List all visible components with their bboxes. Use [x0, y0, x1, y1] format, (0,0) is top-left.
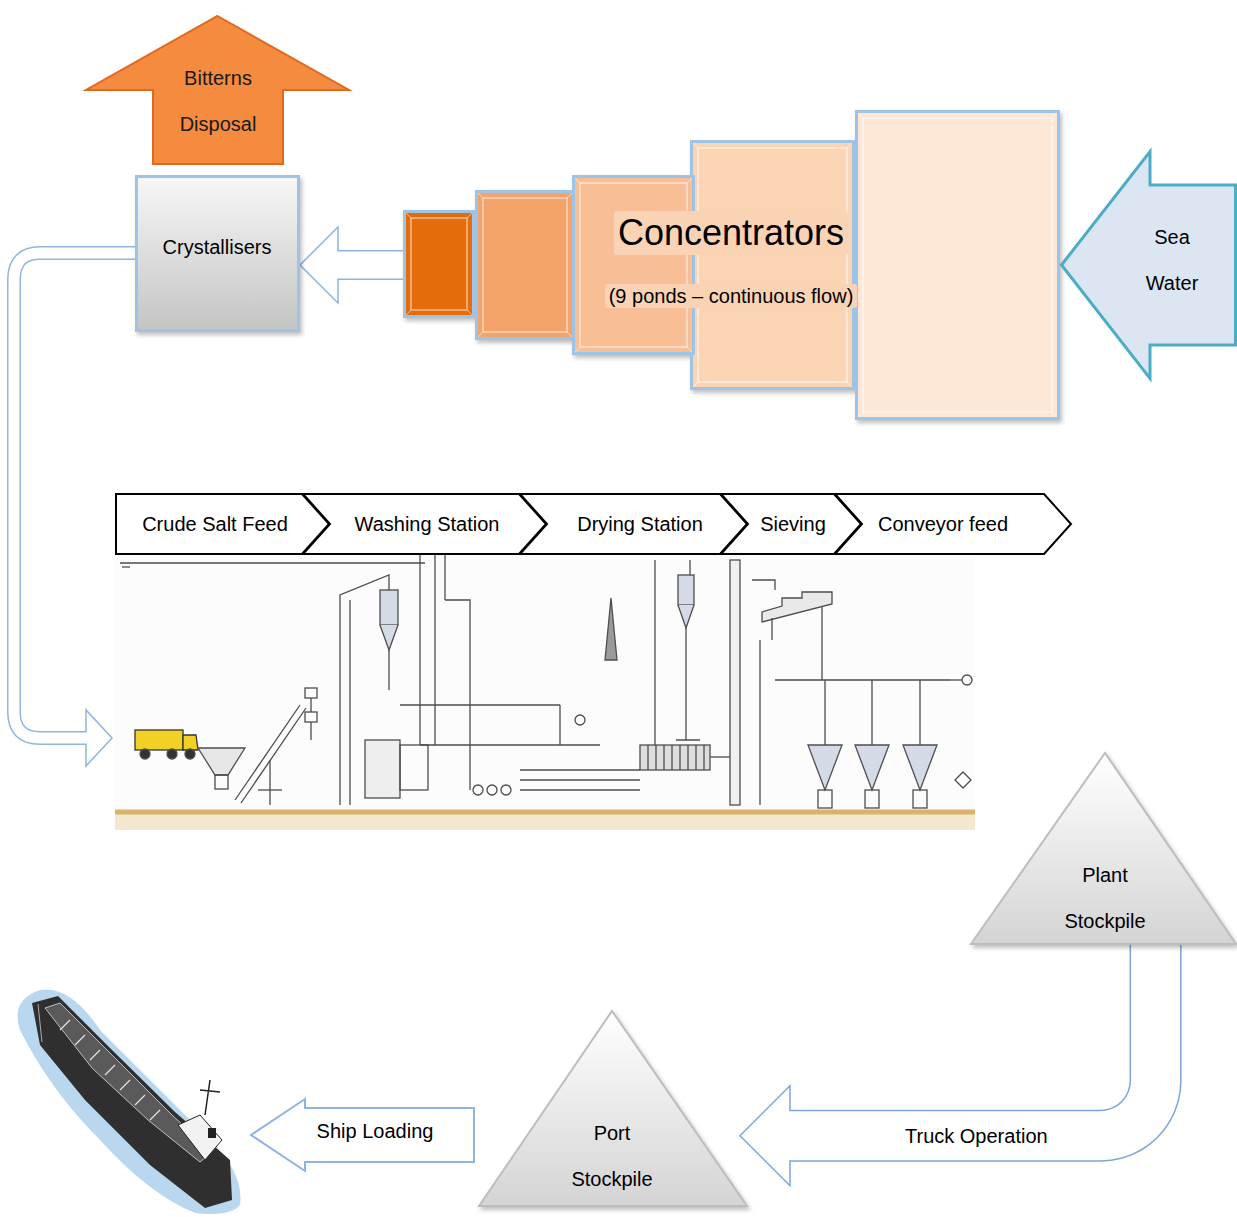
- label-holder: Drying Station: [577, 512, 703, 536]
- label-holder: Conveyor feed: [878, 512, 1008, 536]
- ship-illustration: [18, 990, 241, 1215]
- label-holder: Bitterns Disposal: [158, 55, 278, 147]
- node-outline: [85, 15, 350, 165]
- node-shape: [137, 177, 299, 331]
- node-label: Drying Station: [577, 512, 703, 536]
- node-sublabel: (9 ponds – continuous flow): [605, 284, 858, 308]
- process-step: Conveyor feed: [834, 493, 1072, 555]
- node-shape: [303, 494, 546, 554]
- label-holder: Truck Operation: [902, 1124, 1051, 1148]
- process-step: Sieving: [720, 493, 862, 555]
- node-label: Crude Salt Feed: [142, 512, 288, 536]
- node-label: Ship Loading: [317, 1119, 434, 1143]
- process-step: Washing Station: [302, 493, 547, 555]
- flow-arrow: [740, 945, 1156, 1186]
- label-holder: Concentrators: [614, 211, 848, 254]
- arrow-band-inner: [789, 945, 1156, 1136]
- process-arrow: Bitterns Disposal: [85, 15, 350, 165]
- node-shape: [479, 1011, 747, 1206]
- node-label: Sieving: [760, 512, 826, 536]
- node-shape: [520, 494, 747, 554]
- arrow-head: [300, 227, 338, 303]
- pond-block: [574, 177, 694, 354]
- stockpile: Plant Stockpile: [970, 752, 1237, 945]
- node-label: Crystallisers: [163, 235, 272, 259]
- node-outline: [1060, 150, 1237, 380]
- process-step: Drying Station: [519, 493, 748, 555]
- node-label: Port Stockpile: [562, 1110, 662, 1202]
- label-holder: Sieving: [760, 512, 826, 536]
- pond-block: [692, 142, 854, 389]
- process-arrow: Ship Loading: [250, 1098, 475, 1172]
- arrow-band: [790, 945, 1156, 1136]
- node-shape: [721, 494, 861, 554]
- node-label: Plant Stockpile: [1055, 852, 1155, 944]
- node-shape: [86, 16, 349, 164]
- node-shape: [1062, 152, 1236, 379]
- node-label: Washing Station: [355, 512, 500, 536]
- node-label: Sea Water: [1132, 214, 1212, 306]
- process-step: Crude Salt Feed: [115, 493, 330, 555]
- label-holder: Ship Loading: [317, 1119, 434, 1143]
- node-shape: [116, 494, 329, 554]
- node-label: Concentrators: [614, 211, 848, 254]
- concentrator-ponds: Concentrators (9 ponds – continuous flow): [403, 110, 1060, 420]
- label-holder: Washing Station: [355, 512, 500, 536]
- input-arrow: Sea Water: [1060, 150, 1237, 380]
- node-label: Conveyor feed: [878, 512, 1008, 536]
- node-outline: [403, 110, 1060, 420]
- label-holder: Sea Water: [1132, 214, 1212, 306]
- pond-block: [857, 112, 1059, 419]
- arrow-band-inner: [337, 252, 404, 279]
- stockpile: Port Stockpile: [478, 1010, 748, 1207]
- flow-arrow: [300, 227, 403, 303]
- node-shape: [835, 494, 1071, 554]
- label-holder: Plant Stockpile: [1055, 852, 1155, 944]
- arrow-head: [740, 1086, 790, 1186]
- node-shape: [971, 753, 1236, 944]
- edge-label: Truck Operation: [902, 1124, 1051, 1148]
- pond-block: [477, 192, 574, 339]
- crystalliser-box: Crystallisers: [135, 175, 300, 332]
- label-holder: Port Stockpile: [562, 1110, 662, 1202]
- label-holder: Crude Salt Feed: [142, 512, 288, 536]
- node-shape: [251, 1099, 474, 1171]
- plant-illustration: [115, 555, 975, 830]
- pond-block: [405, 212, 474, 317]
- label-holder: (9 ponds – continuous flow): [605, 284, 858, 308]
- label-holder: Crystallisers: [163, 235, 272, 259]
- node-label: Bitterns Disposal: [158, 55, 278, 147]
